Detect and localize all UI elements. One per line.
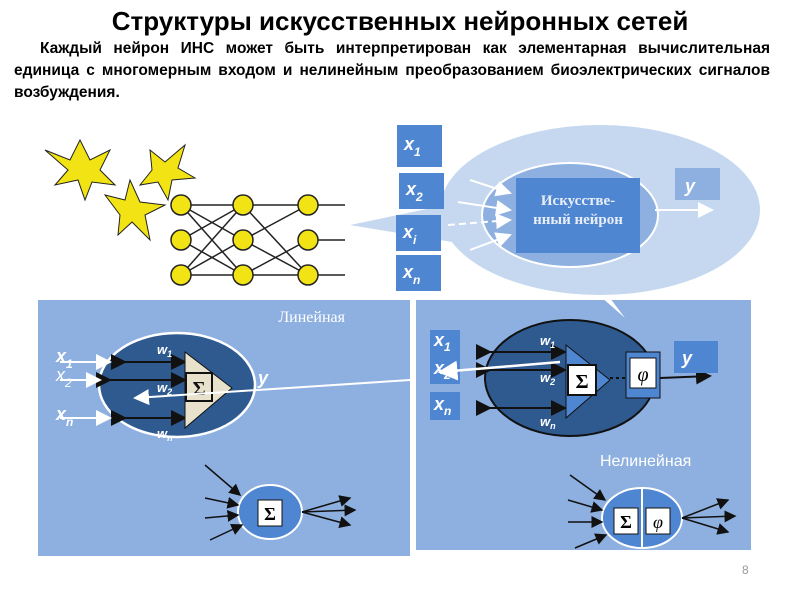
- svg-text:wn: wn: [540, 414, 556, 431]
- nonlinear-neuron-panel: Σ φ y x1 x2 xn w1 w2 wn Нелинейная Σ φ: [416, 296, 751, 550]
- page-number: 8: [742, 563, 749, 577]
- sum-symbol: Σ: [620, 512, 632, 532]
- svg-text:y: y: [257, 368, 269, 388]
- linear-neuron-panel: Линейная Σ x1 x2 xn y w1 w2 wn Σ: [38, 300, 411, 556]
- neuron-label: Искусстве-: [541, 193, 615, 209]
- svg-text:y: y: [681, 348, 693, 368]
- neural-network-graph: [170, 194, 345, 286]
- phi-symbol: φ: [637, 364, 648, 386]
- svg-text:x2: x2: [433, 358, 451, 382]
- svg-text:w2: w2: [157, 380, 172, 397]
- slide-title: Структуры искусственных нейронных сетей: [111, 6, 689, 36]
- svg-text:x2: x2: [55, 365, 72, 390]
- slide-paragraph: Каждый нейрон ИНС может быть интерпретир…: [14, 40, 770, 101]
- phi-symbol: φ: [653, 512, 663, 532]
- svg-text:xn: xn: [55, 404, 73, 429]
- neuron-box: [516, 178, 640, 253]
- biological-neurons-image: [44, 138, 197, 242]
- svg-text:x2: x2: [405, 179, 423, 204]
- svg-text:x1: x1: [403, 134, 421, 159]
- neuron-label: нный нейрон: [533, 212, 623, 228]
- svg-text:xn: xn: [402, 262, 420, 287]
- svg-text:w1: w1: [157, 342, 172, 359]
- linear-label: Линейная: [278, 309, 345, 326]
- sum-symbol: Σ: [264, 504, 276, 524]
- artificial-neuron-callout: Искусстве- нный нейрон y x1 x2 xi xn: [350, 125, 760, 295]
- svg-text:w1: w1: [540, 333, 555, 350]
- sum-symbol: Σ: [192, 378, 205, 400]
- svg-text:xi: xi: [402, 222, 417, 247]
- input-boxes: x1 x2 xi xn: [396, 125, 444, 291]
- svg-text:wn: wn: [157, 426, 173, 443]
- sum-symbol: Σ: [575, 371, 588, 393]
- nonlinear-label: Нелинейная: [600, 453, 691, 470]
- output-y: y: [684, 176, 696, 196]
- svg-text:x1: x1: [433, 330, 451, 354]
- svg-text:x1: x1: [55, 346, 73, 371]
- svg-text:xn: xn: [433, 394, 451, 418]
- svg-text:w2: w2: [540, 370, 555, 387]
